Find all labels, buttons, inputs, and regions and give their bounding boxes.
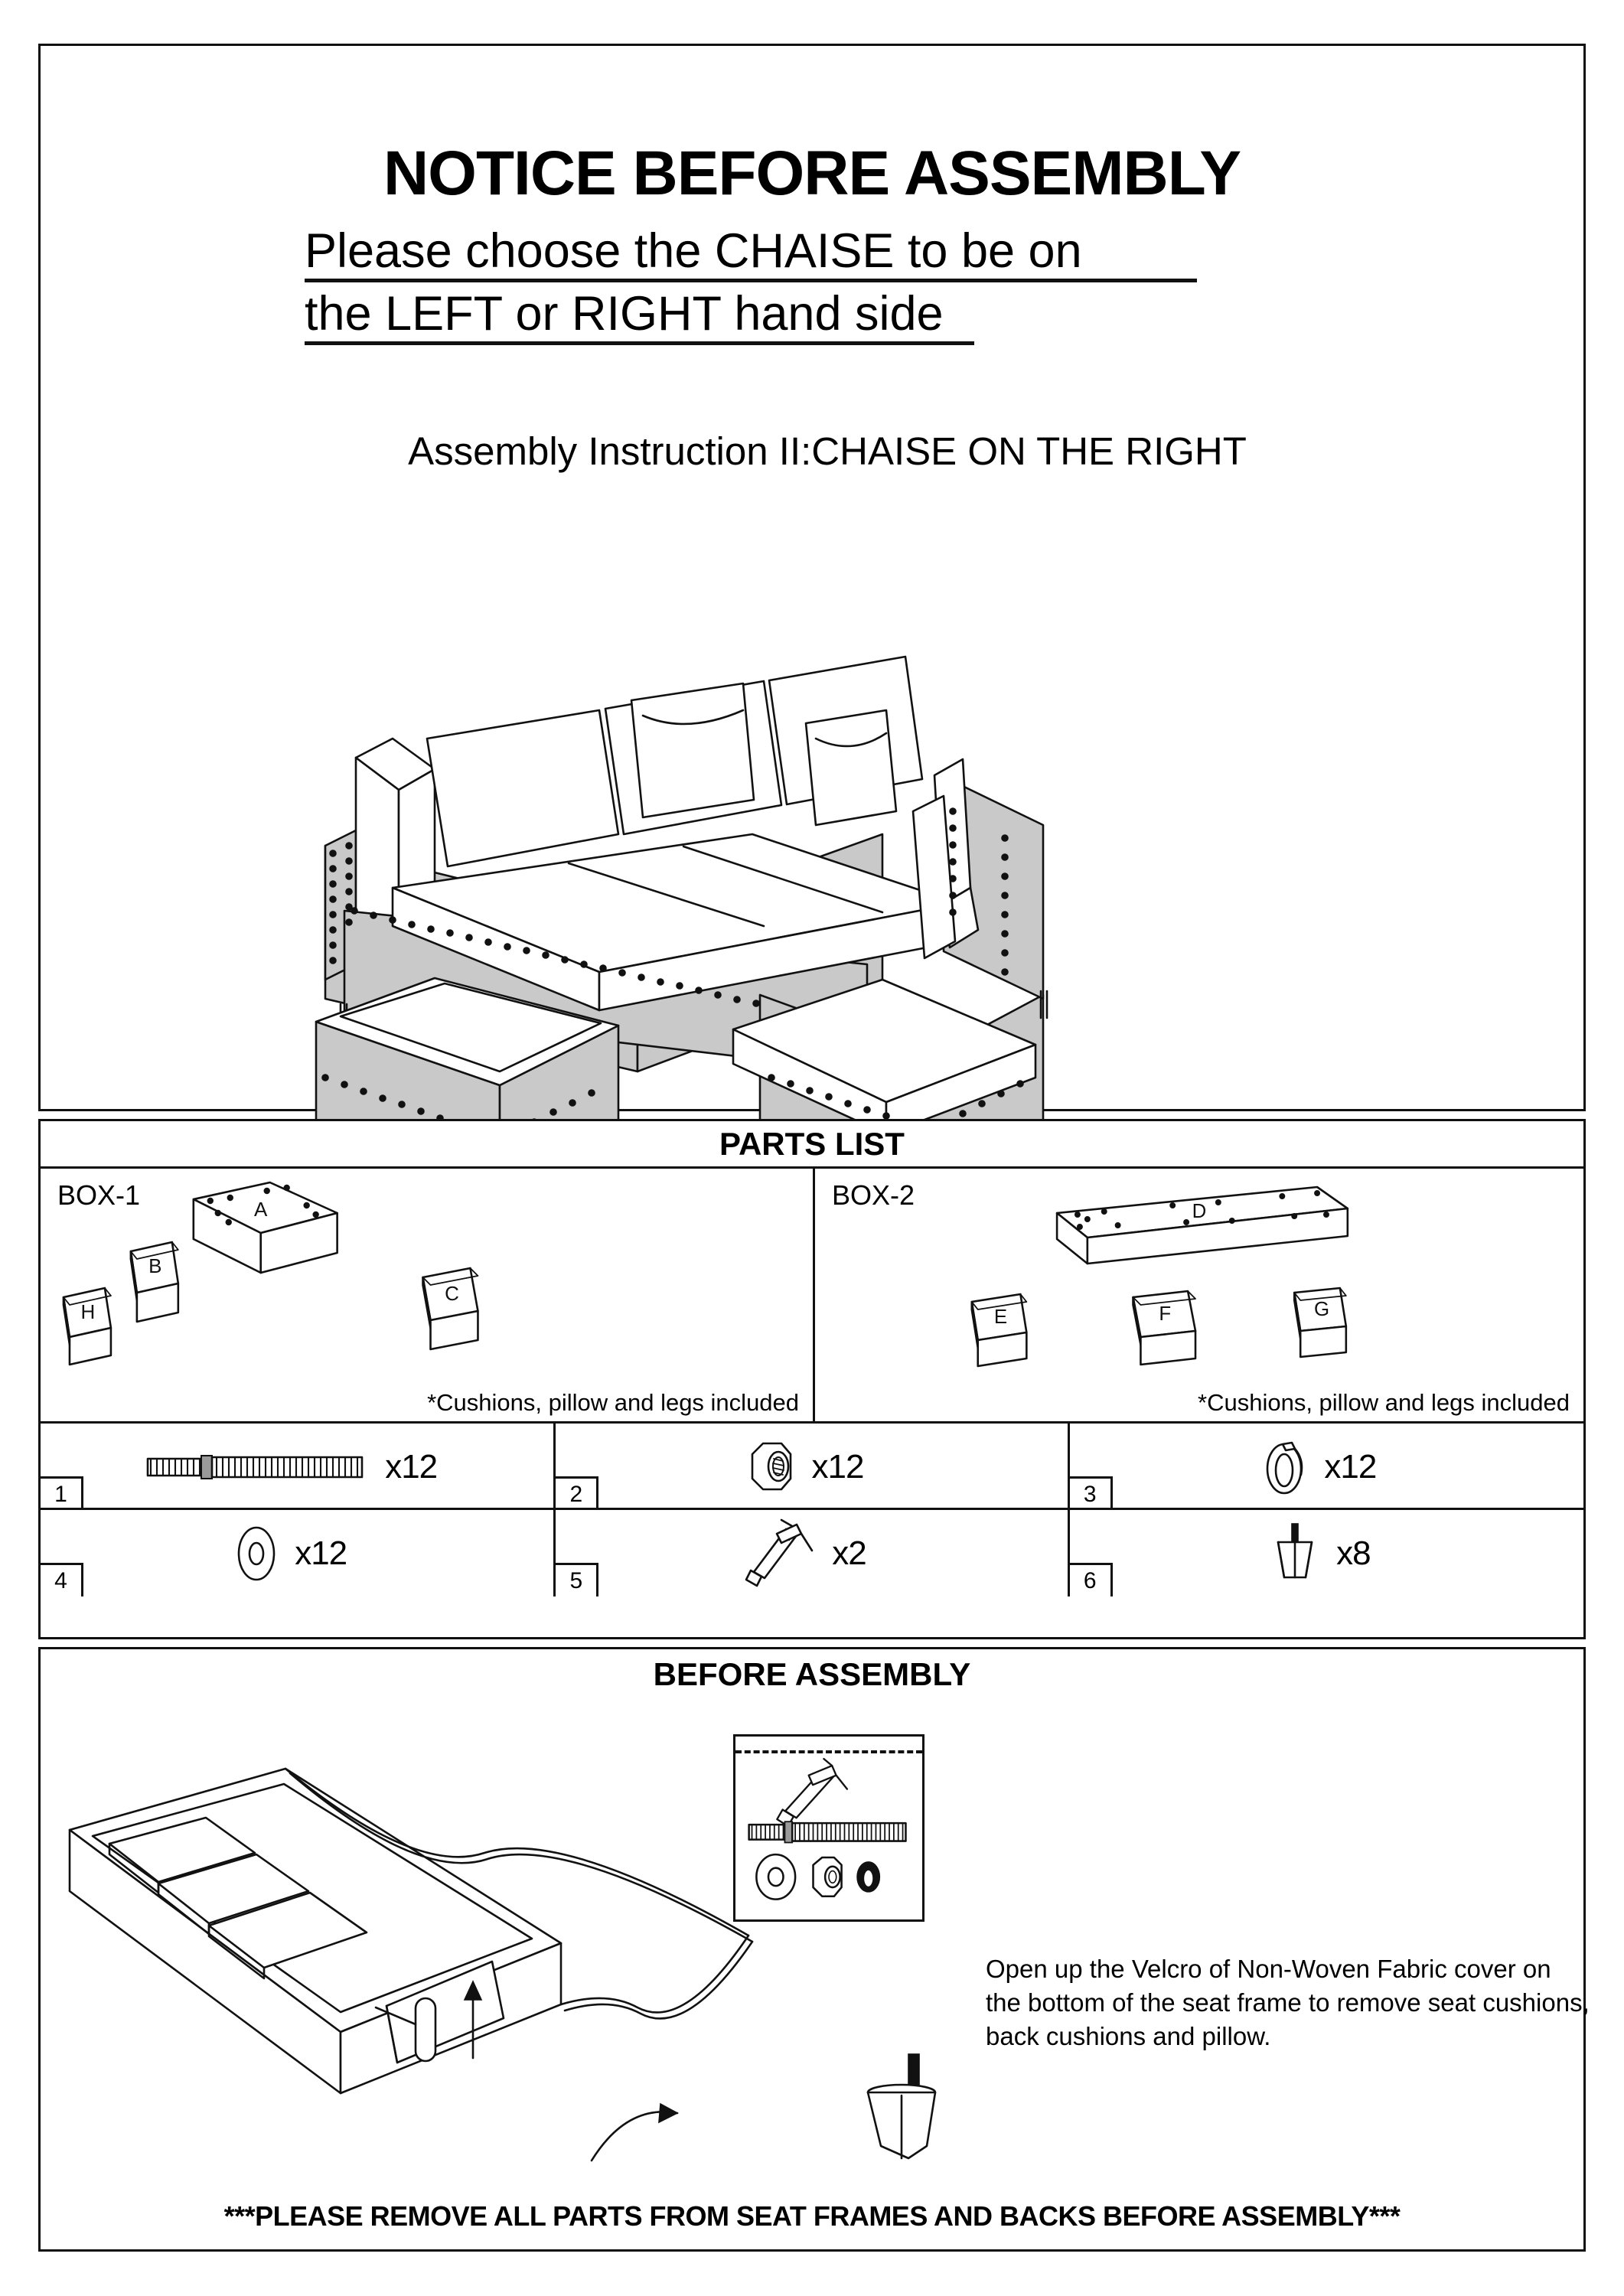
hardware-number-6: 6 <box>1069 1563 1113 1596</box>
box-2-label: BOX-2 <box>832 1179 915 1211</box>
hardware-row-1: x12 1 x12 2 <box>41 1421 1583 1510</box>
before-assembly-instruction: Open up the Velcro of Non-Woven Fabric c… <box>986 1955 1590 2050</box>
notice-subtitle-line2: the LEFT or RIGHT hand side <box>305 288 974 345</box>
hardware-qty-6: x8 <box>1336 1534 1371 1572</box>
svg-text:D: D <box>1192 1201 1207 1222</box>
svg-text:B: B <box>148 1254 161 1277</box>
hardware-cell-3: x12 3 <box>1069 1424 1583 1510</box>
double-thread-bolt-icon <box>146 1454 364 1479</box>
notice-subtitle-line1: Please choose the CHAISE to be on <box>305 226 1197 282</box>
before-assembly-panel: BEFORE ASSEMBLY <box>38 1647 1590 2252</box>
assembly-instruction-label: Assembly Instruction II:CHAISE ON THE RI… <box>408 429 1247 473</box>
before-assembly-body: Open up the Velcro of Non-Woven Fabric c… <box>41 1700 1590 2249</box>
svg-text:H: H <box>81 1300 96 1323</box>
parts-list-header: PARTS LIST <box>41 1121 1583 1169</box>
t-wrench-icon <box>745 1518 814 1587</box>
before-assembly-warning: ***PLEASE REMOVE ALL PARTS FROM SEAT FRA… <box>223 2200 1401 2232</box>
hardware-number-4: 4 <box>41 1563 83 1596</box>
box-2-note: *Cushions, pillow and legs included <box>1198 1389 1570 1416</box>
parts-list-panel: PARTS LIST BOX-1 <box>38 1119 1586 1639</box>
spring-lock-washer-icon <box>1267 1441 1303 1494</box>
box-1-label: BOX-1 <box>57 1179 141 1211</box>
notice-subtitle: Please choose the CHAISE to be on the LE… <box>305 226 1468 345</box>
parts-box-row: BOX-1 <box>41 1169 1583 1421</box>
flat-washer-icon <box>237 1526 276 1580</box>
hex-nut-icon <box>751 1442 791 1490</box>
svg-text:C: C <box>445 1282 459 1305</box>
hardware-qty-4: x12 <box>295 1534 347 1572</box>
hardware-cell-1: x12 1 <box>41 1424 556 1510</box>
hardware-cell-4: x12 4 <box>41 1510 556 1596</box>
hardware-number-1: 1 <box>41 1476 83 1510</box>
box-2-cell: BOX-2 <box>815 1169 1583 1421</box>
seat-frame-with-velcro-cover-icon <box>56 1738 783 2167</box>
sectional-sofa-icon <box>270 582 1265 1222</box>
box-2-parts-icon: D E <box>815 1169 1583 1421</box>
box-1-cell: BOX-1 <box>41 1169 816 1421</box>
svg-text:E: E <box>994 1306 1007 1328</box>
before-assembly-header: BEFORE ASSEMBLY <box>653 1656 971 1692</box>
hardware-number-3: 3 <box>1069 1476 1113 1510</box>
box-1-note: *Cushions, pillow and legs included <box>427 1389 800 1416</box>
kit-box-dashed-line <box>735 1750 922 1753</box>
hardware-number-2: 2 <box>556 1476 599 1510</box>
hardware-qty-5: x2 <box>832 1534 866 1572</box>
hardware-row-2: x12 4 x2 5 <box>41 1508 1583 1596</box>
hardware-cell-2: x12 2 <box>556 1424 1070 1510</box>
hardware-qty-3: x12 <box>1324 1447 1377 1486</box>
svg-text:F: F <box>1159 1303 1171 1325</box>
sofa-leg-icon <box>1277 1522 1313 1578</box>
notice-panel: NOTICE BEFORE ASSEMBLY Please choose the… <box>38 44 1586 1222</box>
box-1-parts-icon: A B <box>41 1169 813 1421</box>
hardware-qty-1: x12 <box>385 1447 438 1486</box>
hardware-qty-2: x12 <box>811 1447 865 1486</box>
svg-text:G: G <box>1314 1299 1329 1320</box>
hardware-cell-5: x2 5 <box>556 1510 1070 1596</box>
sofa-leg-icon <box>859 2048 990 2170</box>
notice-title: NOTICE BEFORE ASSEMBLY <box>383 139 1241 208</box>
hardware-number-5: 5 <box>556 1563 599 1596</box>
svg-text:A: A <box>254 1198 268 1221</box>
hardware-kit-icon <box>733 1734 925 1922</box>
hardware-cell-6: x8 6 <box>1069 1510 1583 1596</box>
